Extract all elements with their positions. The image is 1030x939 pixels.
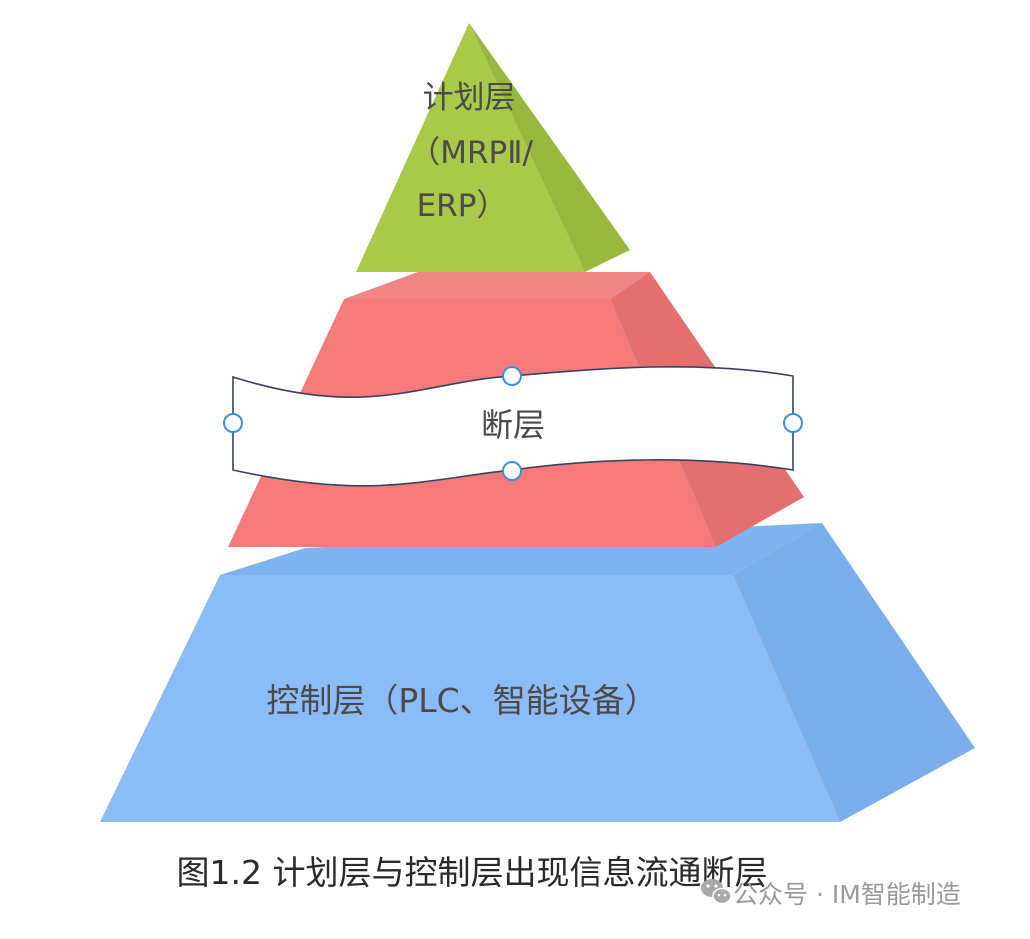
planning-layer-label: 计划层 （MRPⅡ/ ERP）	[409, 80, 543, 224]
gap-banner-label: 断层	[481, 406, 545, 444]
watermark: 公众号 · IM智能制造	[701, 879, 961, 909]
banner-handle-bottom[interactable]	[502, 461, 522, 481]
planning-layer: 计划层 （MRPⅡ/ ERP）	[356, 23, 630, 272]
control-layer: 控制层（PLC、智能设备）	[100, 523, 975, 822]
banner-handle-top[interactable]	[502, 366, 522, 386]
gap-layer-top-face	[344, 272, 650, 299]
watermark-text: 公众号 · IM智能制造	[733, 880, 961, 909]
figure-caption: 图1.2 计划层与控制层出现信息流通断层	[177, 853, 768, 892]
gap-banner[interactable]: 断层	[223, 365, 803, 487]
control-layer-front-face	[100, 575, 840, 822]
planning-label-line-1: 计划层	[423, 80, 516, 116]
control-layer-label: 控制层（PLC、智能设备）	[266, 681, 657, 720]
banner-handle-right[interactable]	[783, 413, 803, 433]
planning-label-line-2: （MRPⅡ/	[409, 135, 533, 171]
control-layer-side-face	[733, 523, 975, 822]
banner-handle-left[interactable]	[223, 413, 243, 433]
planning-layer-front-face	[356, 23, 585, 272]
planning-layer-side-face	[469, 23, 630, 272]
planning-label-line-3: ERP）	[417, 188, 508, 224]
wechat-icon	[701, 879, 732, 905]
